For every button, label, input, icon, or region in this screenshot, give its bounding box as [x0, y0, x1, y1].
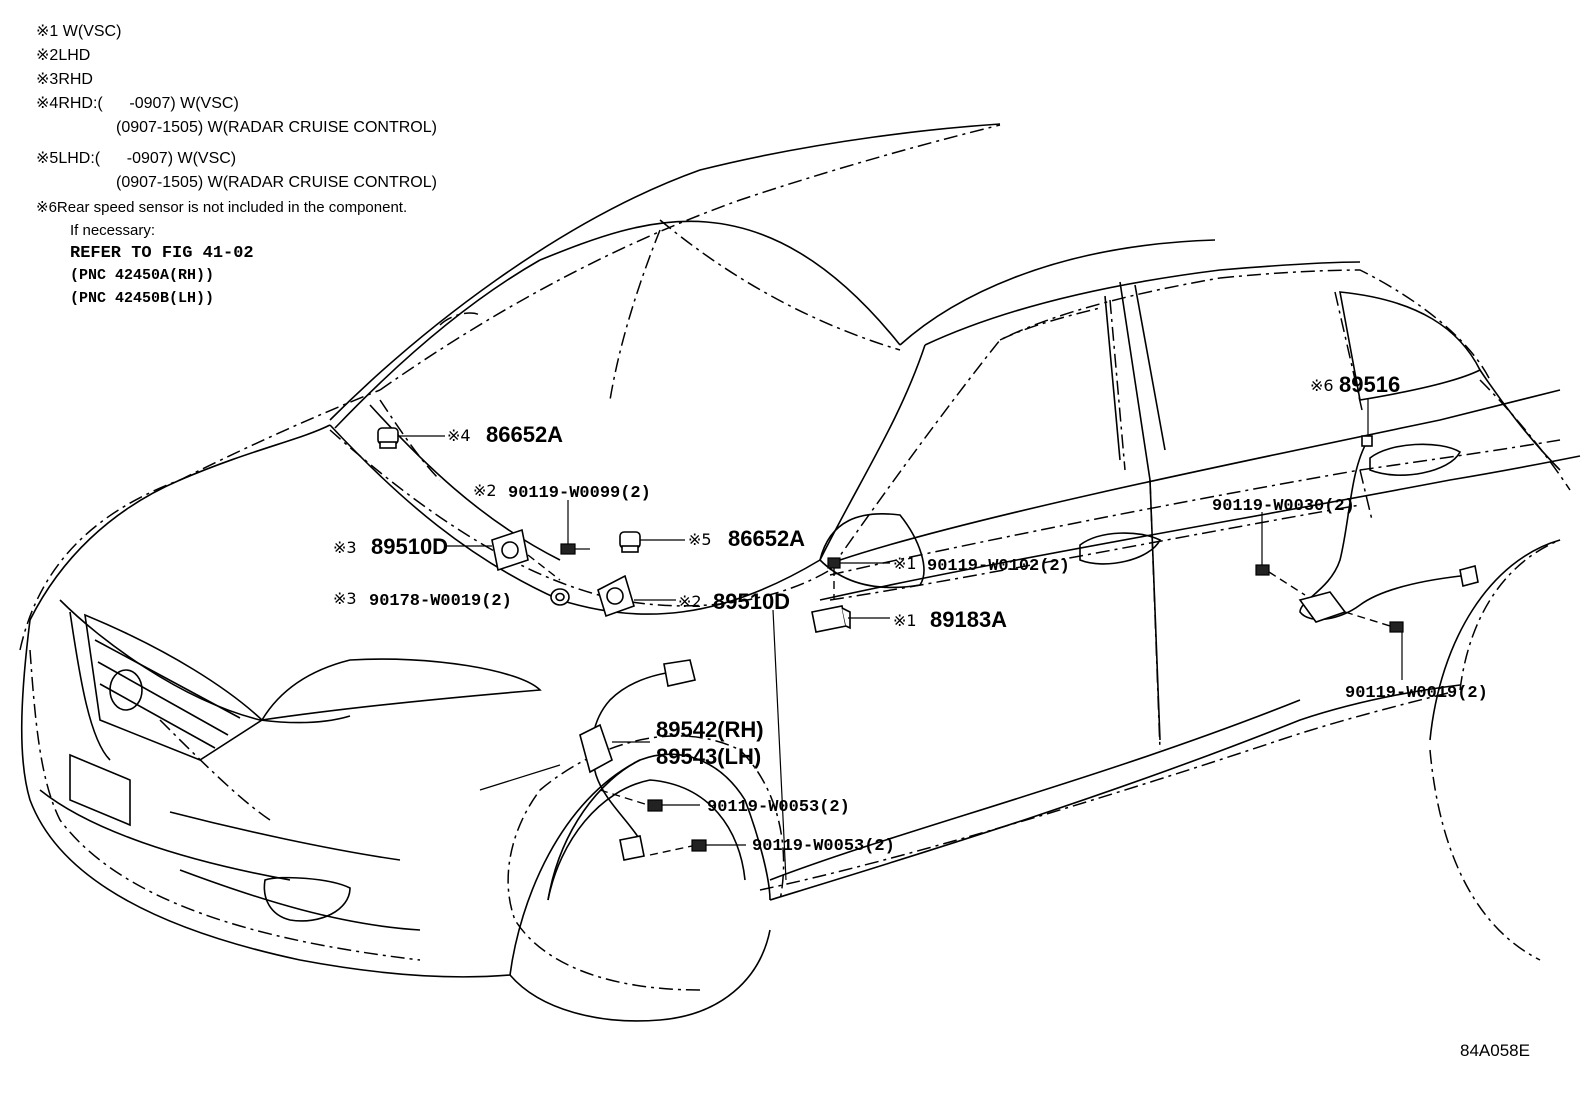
note-2-text: LHD — [58, 47, 91, 64]
note-3-text: RHD — [58, 71, 93, 88]
part-90119-w0099[interactable] — [560, 500, 590, 555]
part-90178-w0019[interactable] — [550, 588, 570, 606]
part-90119-w0019-rear[interactable] — [1344, 611, 1404, 680]
part-89510d-rhd[interactable] — [445, 528, 561, 581]
callout-90178-w0019-text[interactable]: 90178-W0019(2) — [369, 592, 512, 611]
car-phantom-lines — [19, 124, 1571, 991]
figure-code: 84A058E — [1460, 1041, 1530, 1060]
note-2-mark: ※2 — [36, 47, 59, 64]
callout-90119-w0053-b-text[interactable]: 90119-W0053(2) — [752, 837, 895, 856]
note-5: ※5LHD:( -0907) W(VSC) — [36, 151, 236, 167]
callout-89510d-lhd-text[interactable]: 89510D — [713, 589, 790, 614]
note-1-mark: ※1 — [36, 23, 59, 40]
callout-89510d-rhd-mark: ※3 — [333, 538, 357, 557]
callout-89510d-lhd-mark: ※2 — [678, 592, 702, 611]
note-4-mark: ※4 — [36, 95, 59, 112]
callout-90119-w0102-text[interactable]: 90119-W0102(2) — [927, 557, 1070, 576]
callout-90119-w0030-text[interactable]: 90119-W0030(2) — [1212, 497, 1355, 516]
refer-to-fig[interactable]: REFER TO FIG 41-02 — [70, 244, 254, 263]
note-5-mark: ※5 — [36, 150, 59, 167]
callout-labels: ※4 86652A ※2 90119-W0099(2) ※3 89510D ※5… — [333, 372, 1530, 1060]
callout-89543-text[interactable]: 89543(LH) — [656, 744, 761, 769]
note-4-line2: (0907-1505) W(RADAR CRUISE CONTROL) — [116, 119, 437, 136]
callout-89542-text[interactable]: 89542(RH) — [656, 717, 764, 742]
callout-90119-w0053-a-text[interactable]: 90119-W0053(2) — [707, 798, 850, 817]
callout-90119-w0099-text[interactable]: 90119-W0099(2) — [508, 484, 651, 503]
part-89542-89543[interactable] — [479, 659, 696, 861]
callout-86652a-mid-mark: ※5 — [688, 530, 712, 549]
note-6: ※6Rear speed sensor is not included in t… — [36, 200, 407, 215]
note-4: ※4RHD:( -0907) W(VSC) — [36, 96, 239, 112]
callout-89183a-mark: ※1 — [893, 611, 917, 630]
callout-90178-w0019-mark: ※3 — [333, 589, 357, 608]
pnc-rh: (PNC 42450A(RH)) — [70, 267, 215, 284]
callout-86652a-top-mark: ※4 — [447, 426, 471, 445]
note-5-line2: (0907-1505) W(RADAR CRUISE CONTROL) — [116, 174, 437, 191]
callout-86652a-mid-text[interactable]: 86652A — [728, 526, 805, 551]
car-body-outline — [20, 123, 1581, 1022]
part-89183a[interactable] — [811, 605, 890, 633]
note-1: ※1 W(VSC) — [36, 24, 121, 40]
pnc-lh: (PNC 42450B(LH)) — [70, 290, 215, 307]
part-86652a-top[interactable] — [377, 427, 445, 449]
callout-90119-w0102-mark: ※1 — [893, 554, 917, 573]
note-6-mark: ※6 — [36, 199, 57, 216]
part-86652a-mid[interactable] — [619, 531, 685, 553]
part-90119-w0053-a[interactable] — [599, 789, 700, 812]
part-90119-w0030[interactable] — [1255, 512, 1306, 596]
callout-90119-w0019-rear-text[interactable]: 90119-W0019(2) — [1345, 684, 1488, 703]
note-3: ※3RHD — [36, 72, 93, 88]
callout-89183a-text[interactable]: 89183A — [930, 607, 1007, 632]
note-4-text: RHD:( -0907) W(VSC) — [58, 95, 239, 112]
part-90119-w0053-b[interactable] — [649, 839, 746, 856]
note-6-text: Rear speed sensor is not included in the… — [56, 199, 408, 216]
part-89510d-lhd[interactable] — [597, 574, 787, 881]
callout-89516-text[interactable]: 89516 — [1339, 372, 1400, 397]
callout-89516-mark: ※6 — [1310, 376, 1334, 395]
note-3-mark: ※3 — [36, 71, 59, 88]
callout-89510d-rhd-text[interactable]: 89510D — [371, 534, 448, 559]
note-6-line2: If necessary: — [70, 222, 156, 239]
note-1-text: W(VSC) — [62, 23, 122, 40]
callout-86652a-top-text[interactable]: 86652A — [486, 422, 563, 447]
note-5-text: LHD:( -0907) W(VSC) — [58, 150, 237, 167]
note-2: ※2LHD — [36, 48, 90, 64]
callout-90119-w0099-mark: ※2 — [473, 481, 497, 500]
part-90119-w0102[interactable] — [827, 557, 890, 600]
